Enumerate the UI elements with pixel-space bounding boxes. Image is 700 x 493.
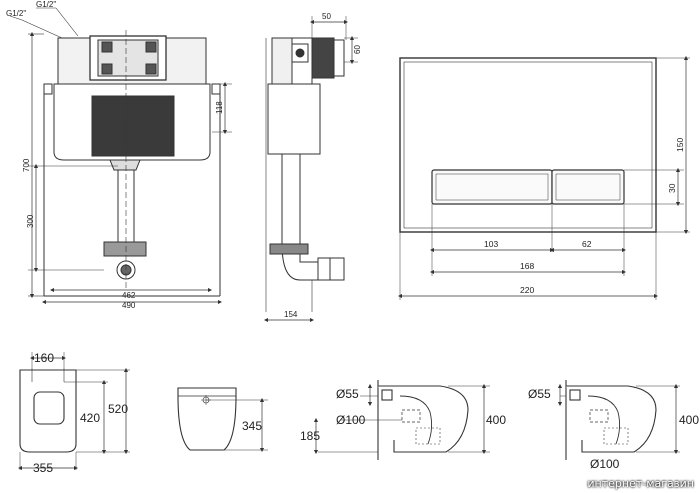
small-flush-button [551, 169, 625, 205]
dim-220: 220 [520, 285, 534, 295]
dim-d100-a: Ø100 [336, 413, 366, 427]
dim-d55-a: Ø55 [336, 387, 359, 401]
dim-103: 103 [484, 239, 498, 249]
plate-dimensions [397, 55, 689, 299]
frame-front-view [9, 7, 221, 297]
flush-plate [399, 57, 690, 300]
dim-150: 150 [675, 138, 685, 152]
dim-345: 345 [242, 419, 262, 433]
side-dimensions [263, 16, 358, 323]
dim-168: 168 [520, 261, 534, 271]
label-g1-2-left: G1/2" [6, 9, 26, 18]
bowl-front-view [177, 387, 268, 451]
label-g1-2-top: G1/2" [36, 0, 56, 9]
frame-side-view [265, 37, 345, 312]
bowl-top-view [19, 352, 130, 470]
dim-400-a: 400 [486, 413, 506, 427]
dim-355: 355 [33, 461, 53, 475]
dim-420: 420 [80, 411, 100, 425]
dim-300: 300 [26, 214, 35, 228]
dim-400-b: 400 [679, 413, 699, 427]
bowl-section-2-dimensions [557, 383, 679, 455]
dim-d55-b: Ø55 [528, 387, 551, 401]
dim-160: 160 [34, 351, 54, 365]
dim-50: 50 [322, 12, 331, 21]
watermark-text: интернет-магазин [587, 477, 694, 490]
bowl-section-1-dimensions [313, 383, 487, 455]
bowl-section-1 [318, 380, 490, 460]
dim-60: 60 [353, 45, 362, 54]
dim-520: 520 [108, 402, 128, 416]
frame-dimensions [29, 31, 232, 305]
dim-154: 154 [284, 310, 298, 319]
bowl-section-2 [560, 380, 680, 460]
dim-118: 118 [215, 101, 224, 114]
dim-62: 62 [582, 239, 592, 249]
dim-30: 30 [667, 183, 677, 193]
dim-d100-b: Ø100 [590, 457, 620, 471]
dim-462: 462 [122, 291, 136, 300]
dim-185: 185 [300, 429, 320, 443]
dim-700: 700 [22, 158, 31, 172]
bowl-top-dimensions [17, 355, 129, 471]
large-flush-button [431, 169, 553, 205]
dim-490: 490 [122, 301, 136, 310]
